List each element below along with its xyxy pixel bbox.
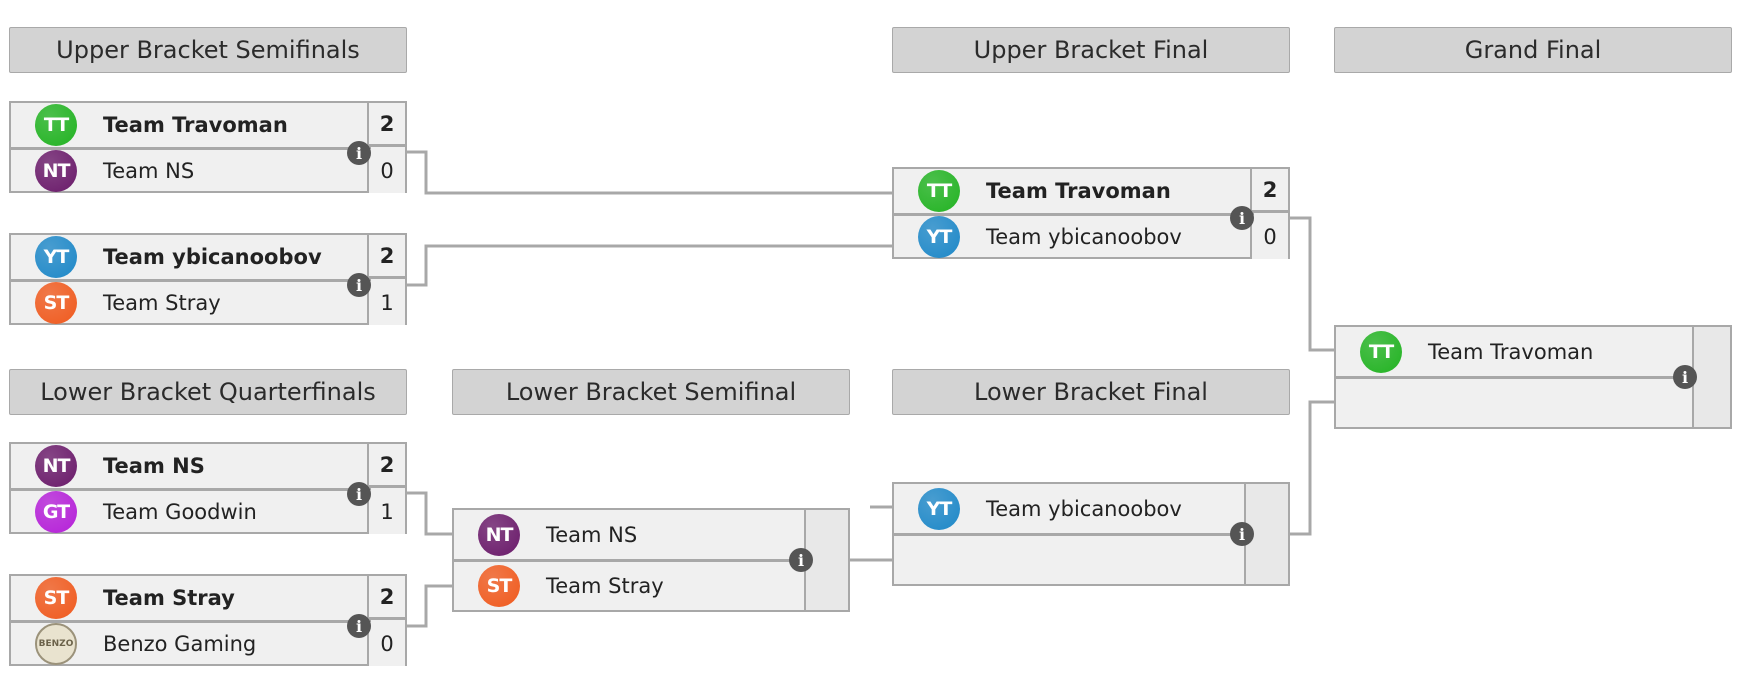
- team-logo: YT: [35, 236, 77, 278]
- info-icon[interactable]: i: [1673, 365, 1697, 389]
- team-name: Team Travoman: [103, 113, 288, 137]
- benzo-gaming-logo: BENZO: [35, 623, 77, 665]
- team-name: Team Goodwin: [103, 500, 257, 524]
- info-icon[interactable]: i: [789, 548, 813, 572]
- score-column: [1692, 327, 1730, 427]
- round-header-ub-semifinals: Upper Bracket Semifinals: [9, 27, 407, 73]
- team-row-loser[interactable]: YT Team ybicanoobov: [894, 215, 1254, 259]
- team-score: 0: [1250, 215, 1288, 259]
- team-row[interactable]: NT Team NS: [454, 510, 806, 559]
- team-score: 1: [367, 490, 405, 534]
- team-row-winner[interactable]: YT Team ybicanoobov: [11, 235, 371, 282]
- team-score: 2: [1250, 169, 1288, 213]
- team-score: 2: [367, 235, 405, 279]
- team-name: Team NS: [103, 159, 195, 183]
- round-header-lb-quarterfinals: Lower Bracket Quarterfinals: [9, 369, 407, 415]
- team-name: Team Travoman: [986, 179, 1171, 203]
- team-score: 0: [367, 622, 405, 666]
- match-lb-quarterfinal-1[interactable]: NT Team NS GT Team Goodwin 2 1: [9, 442, 407, 534]
- team-score: 0: [367, 149, 405, 193]
- team-logo: TT: [918, 170, 960, 212]
- team-name: Team ybicanoobov: [986, 496, 1182, 521]
- team-row-winner[interactable]: TT Team Travoman: [894, 169, 1254, 216]
- team-logo: NT: [478, 513, 520, 556]
- team-name: Team Travoman: [1428, 339, 1594, 364]
- team-row-winner[interactable]: ST Team Stray: [11, 576, 371, 623]
- team-logo: TT: [35, 104, 77, 146]
- team-logo: NT: [35, 150, 77, 192]
- team-score: 2: [367, 103, 405, 147]
- info-icon[interactable]: i: [347, 141, 371, 165]
- team-name: Team NS: [103, 454, 205, 478]
- match-grand-final[interactable]: TT Team Travoman: [1334, 325, 1732, 429]
- team-row[interactable]: YT Team ybicanoobov: [894, 484, 1246, 533]
- team-row-loser[interactable]: ST Team Stray: [11, 281, 371, 325]
- team-logo: ST: [35, 577, 77, 619]
- info-icon[interactable]: i: [347, 273, 371, 297]
- round-header-ub-final: Upper Bracket Final: [892, 27, 1290, 73]
- round-header-grand-final: Grand Final: [1334, 27, 1732, 73]
- team-row-loser[interactable]: NT Team NS: [11, 149, 371, 193]
- team-row-loser[interactable]: BENZO Benzo Gaming: [11, 622, 371, 666]
- team-row-loser[interactable]: GT Team Goodwin: [11, 490, 371, 534]
- team-name: Team NS: [546, 522, 638, 547]
- match-lb-quarterfinal-2[interactable]: ST Team Stray BENZO Benzo Gaming 2 0: [9, 574, 407, 666]
- info-icon[interactable]: i: [347, 614, 371, 638]
- team-name: Team Stray: [103, 291, 221, 315]
- team-score: 2: [367, 576, 405, 620]
- team-name: Team ybicanoobov: [103, 245, 322, 269]
- team-row[interactable]: ST Team Stray: [454, 562, 806, 610]
- team-logo: YT: [918, 216, 960, 258]
- team-logo: ST: [478, 565, 520, 607]
- match-ub-semifinal-1[interactable]: TT Team Travoman NT Team NS 2 0: [9, 101, 407, 193]
- info-icon[interactable]: i: [347, 482, 371, 506]
- info-icon[interactable]: i: [1230, 206, 1254, 230]
- team-logo: ST: [35, 282, 77, 324]
- team-name: Team ybicanoobov: [986, 225, 1182, 249]
- team-row-winner[interactable]: TT Team Travoman: [11, 103, 371, 150]
- team-name: Benzo Gaming: [103, 632, 257, 656]
- round-header-lb-semifinal: Lower Bracket Semifinal: [452, 369, 850, 415]
- team-logo: TT: [1360, 330, 1402, 373]
- team-score: 2: [367, 444, 405, 488]
- info-icon[interactable]: i: [1230, 522, 1254, 546]
- match-ub-semifinal-2[interactable]: YT Team ybicanoobov ST Team Stray 2 1: [9, 233, 407, 325]
- match-ub-final[interactable]: TT Team Travoman YT Team ybicanoobov 2 0: [892, 167, 1290, 259]
- round-header-lb-final: Lower Bracket Final: [892, 369, 1290, 415]
- match-lb-final[interactable]: YT Team ybicanoobov: [892, 482, 1290, 586]
- team-row-winner[interactable]: NT Team NS: [11, 444, 371, 491]
- team-name: Team Stray: [546, 574, 664, 598]
- team-score: 1: [367, 281, 405, 325]
- team-logo: NT: [35, 445, 77, 487]
- team-logo: GT: [35, 491, 77, 533]
- team-row[interactable]: TT Team Travoman: [1336, 327, 1696, 376]
- team-name: Team Stray: [103, 586, 235, 610]
- team-logo: YT: [918, 487, 960, 530]
